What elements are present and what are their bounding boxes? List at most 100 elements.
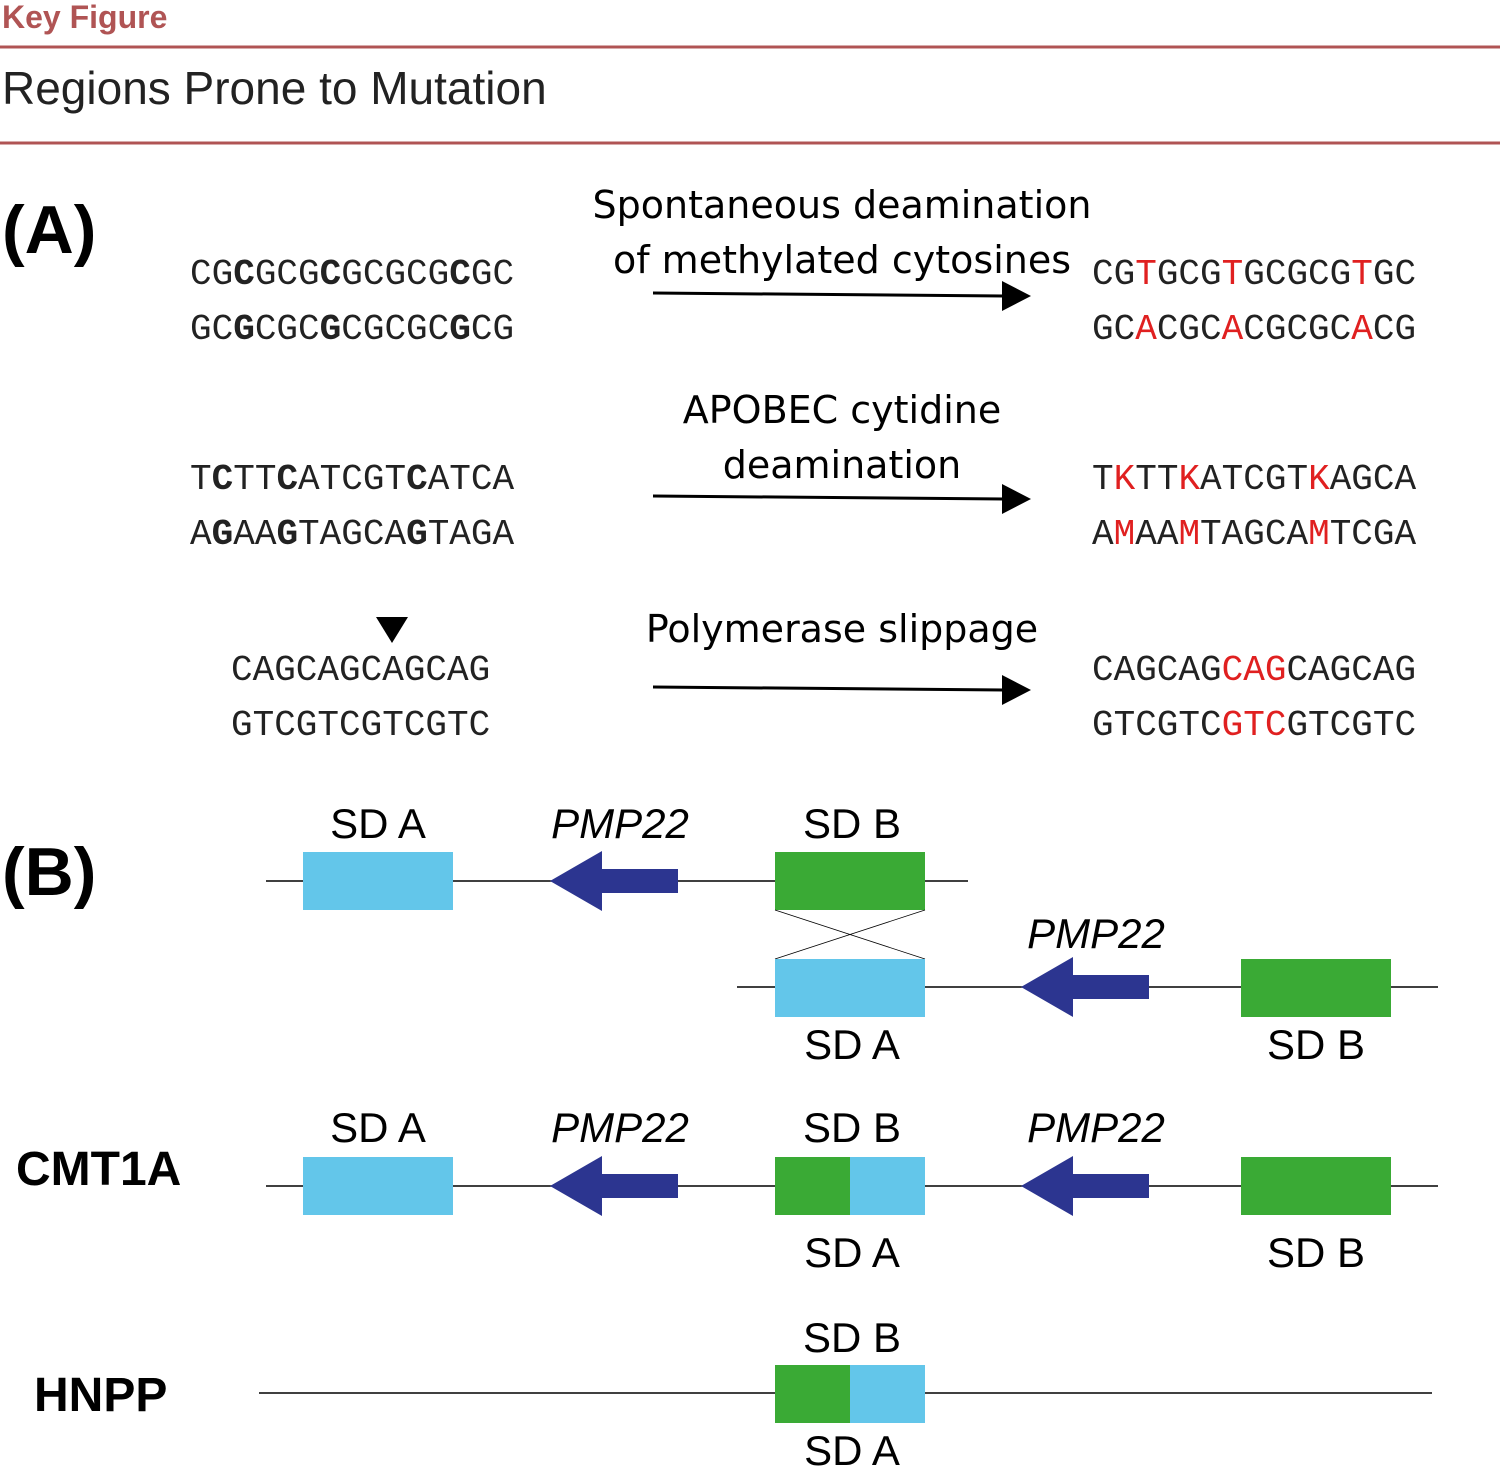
target-base: G — [212, 514, 234, 555]
target-base: C — [449, 254, 471, 295]
sd-b-label: SD B — [1267, 1021, 1365, 1068]
sd-a-block — [775, 959, 925, 1017]
sd-b-block — [775, 852, 925, 910]
process-label-line-1: Polymerase slippage — [646, 607, 1038, 651]
input-sequence-bottom: GTCGTCGTCGTC — [231, 705, 490, 746]
slippage-row: Polymerase slippage CAGCAGCAGCAG GTCGTCG… — [231, 607, 1416, 746]
mutated-base: K — [1178, 459, 1200, 500]
arrow-shaft — [652, 685, 1005, 692]
figure-title: Regions Prone to Mutation — [2, 62, 547, 114]
output-sequence-top: CAGCAGCAGCAGCAG — [1092, 650, 1416, 691]
target-base: C — [320, 254, 342, 295]
cmt1a-label: CMT1A — [16, 1143, 181, 1196]
mutated-base: M — [1178, 514, 1200, 555]
mutated-base: T — [1351, 254, 1373, 295]
sd-a-label: SD A — [330, 800, 426, 847]
arrow-shaft — [652, 494, 1005, 501]
target-base: G — [233, 309, 255, 350]
sequence-segment: GCGCG — [1243, 254, 1351, 295]
pmp22-label: PMP22 — [551, 1104, 689, 1151]
key-figure-label: Key Figure — [2, 0, 167, 35]
mutated-base: CAG — [1222, 650, 1287, 691]
output-sequence-top: CGTGCGTGCGCGTGC — [1092, 254, 1416, 295]
sd-b-half-block — [775, 1365, 850, 1423]
mutated-base: K — [1114, 459, 1136, 500]
pmp22-label: PMP22 — [1027, 910, 1165, 957]
sd-b-block — [1241, 1157, 1391, 1215]
mutated-base: K — [1308, 459, 1330, 500]
sequence-segment: GCGCG — [341, 254, 449, 295]
sequence-segment: GTCGTC — [1092, 705, 1222, 746]
sequence-segment: CG — [1373, 309, 1416, 350]
arrow-head — [1002, 484, 1031, 514]
output-sequence-bottom: GCACGCACGCGCACG — [1092, 309, 1416, 350]
process-label-line-2: deamination — [723, 443, 962, 487]
process-label-line-1: APOBEC cytidine — [683, 388, 1002, 432]
sequence-segment: AA — [233, 514, 277, 555]
sd-b-label: SD B — [803, 1104, 901, 1151]
sequence-segment: GC — [1373, 254, 1416, 295]
input-sequence-top: CGCGCGCGCGCGCGC — [190, 254, 514, 295]
target-base: C — [276, 459, 298, 500]
sequence-segment: ATCGT — [298, 459, 406, 500]
sequence-segment: AA — [1135, 514, 1179, 555]
crossover-line — [774, 909, 926, 960]
sd-a-label: SD A — [804, 1021, 900, 1068]
sequence-segment: TAGCA — [298, 514, 406, 555]
hnpp-label: HNPP — [34, 1369, 167, 1422]
sequence-segment: ATCGT — [1200, 459, 1308, 500]
input-sequence-bottom: GCGCGCGCGCGCGCG — [190, 309, 514, 350]
sequence-segment: GTCGTCGTCGTC — [231, 705, 490, 746]
mutated-base: T — [1135, 254, 1157, 295]
crossover — [774, 909, 926, 960]
pmp22-arrow-icon — [550, 1156, 678, 1216]
sequence-segment: CG — [471, 309, 514, 350]
apobec-row: APOBEC cytidine deamination TCTTCATCGTCA… — [190, 388, 1416, 555]
slippage-site-triangle-icon — [376, 617, 408, 643]
sd-b-label: SD B — [803, 1314, 901, 1361]
output-sequence-bottom: AMAAMTAGCAMTCGA — [1092, 514, 1416, 555]
sequence-segment: A — [190, 514, 212, 555]
hnpp-deletion: HNPP SD B SD A — [34, 1314, 1432, 1469]
sd-b-half-block — [775, 1157, 850, 1215]
mutated-base: A — [1222, 309, 1244, 350]
sd-b-label: SD B — [803, 800, 901, 847]
sd-a-block — [303, 852, 453, 910]
target-base: G — [449, 309, 471, 350]
sd-b-block — [1241, 959, 1391, 1017]
sequence-segment: CGC — [1157, 309, 1222, 350]
sequence-segment: AGCA — [1330, 459, 1417, 500]
arrow-head — [1002, 281, 1031, 311]
arrow-shaft — [652, 291, 1005, 298]
sequence-segment: CGCGC — [1243, 309, 1351, 350]
deamination-row: Spontaneous deamination of methylated cy… — [190, 183, 1416, 350]
mutated-base: A — [1351, 309, 1373, 350]
process-label-line-2: of methylated cytosines — [613, 238, 1071, 282]
mutated-base: A — [1135, 309, 1157, 350]
pmp22-label: PMP22 — [1027, 1104, 1165, 1151]
target-base: G — [406, 514, 428, 555]
sequence-segment: CAGCAG — [1286, 650, 1416, 691]
input-sequence-top: TCTTCATCGTCATCA — [190, 459, 514, 500]
sequence-segment: CG — [190, 254, 233, 295]
pmp22-arrow-icon — [550, 851, 678, 911]
output-sequence-bottom: GTCGTCGTCGTCGTC — [1092, 705, 1416, 746]
sd-a-block — [303, 1157, 453, 1215]
sequence-segment: T — [1092, 459, 1114, 500]
sequence-segment: TAGCA — [1200, 514, 1308, 555]
sequence-segment: CAGCAG — [1092, 650, 1222, 691]
sd-a-label: SD A — [804, 1427, 900, 1469]
sd-b-label: SD B — [1267, 1229, 1365, 1276]
input-sequence-bottom: AGAAGTAGCAGTAGA — [190, 514, 514, 555]
sequence-segment: TT — [1135, 459, 1178, 500]
sequence-segment: GCG — [255, 254, 320, 295]
sequence-segment: T — [190, 459, 212, 500]
pmp22-arrow-icon — [1021, 1156, 1149, 1216]
sequence-segment: CAGCAGCAGCAG — [231, 650, 490, 691]
process-label-line-1: Spontaneous deamination — [593, 183, 1092, 227]
sd-a-label: SD A — [804, 1229, 900, 1276]
output-sequence-top: TKTTKATCGTKAGCA — [1092, 459, 1416, 500]
target-base: G — [320, 309, 342, 350]
mutated-base: M — [1114, 514, 1136, 555]
sd-a-label: SD A — [330, 1104, 426, 1151]
